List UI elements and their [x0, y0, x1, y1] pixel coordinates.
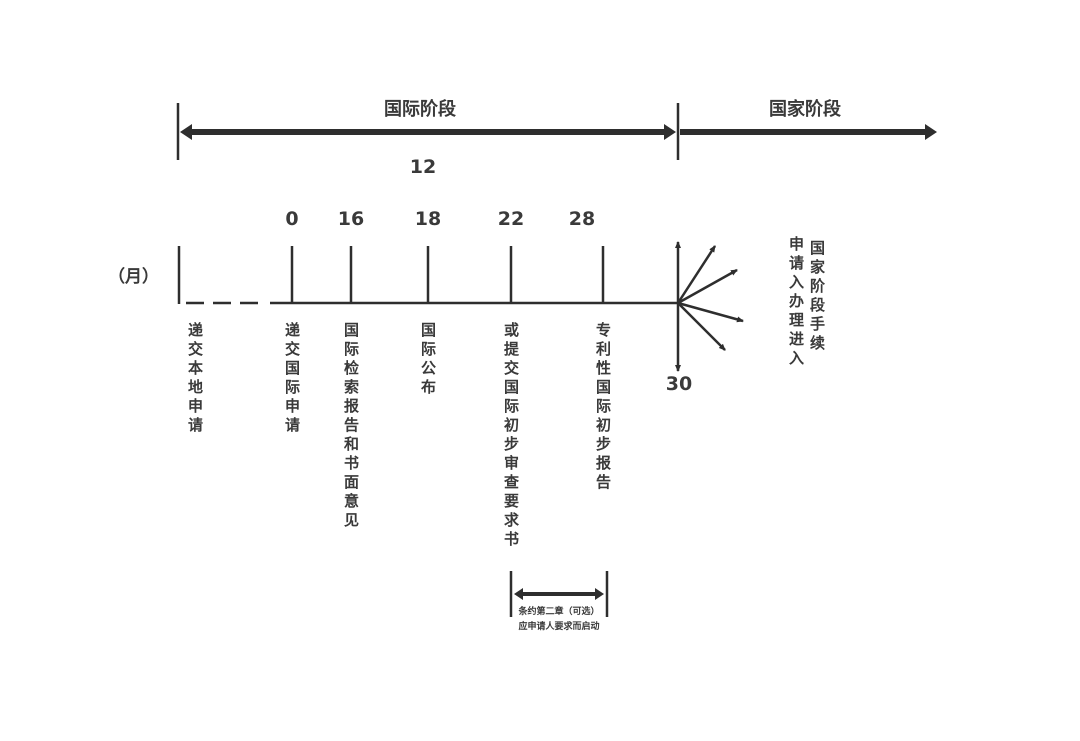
event-publication: 国际公布 — [419, 322, 437, 398]
fan-arrow-3 — [677, 301, 744, 323]
national-phase-label: 国家阶段 — [769, 99, 841, 120]
fan-arrow-4 — [677, 302, 726, 351]
phase-bar — [176, 103, 937, 160]
national-entry-label-right: 国家阶段手续 — [808, 240, 826, 354]
national-entry-fan — [675, 241, 744, 372]
national-entry-label-left: 申请入办理进入 — [787, 236, 805, 369]
fan-arrow-1 — [676, 245, 717, 304]
chapter-two-trigger-note: 应申请人要求而启动 — [518, 622, 600, 632]
bracket-arrow — [514, 588, 604, 600]
chapter-two-note: 条约第二章（可选） — [518, 607, 600, 617]
month-30: 30 — [665, 373, 693, 395]
month-0: 0 — [285, 208, 299, 230]
international-span-label: 12 — [409, 156, 437, 178]
event-search-report: 国际检索报告和书面意见 — [342, 322, 360, 531]
event-prelim-report: 专利性国际初步报告 — [594, 322, 612, 493]
month-22: 22 — [497, 208, 525, 230]
international-phase-arrow — [180, 124, 676, 140]
chapter-two-bracket — [509, 571, 609, 617]
event-prelim-exam-demand: 或提交国际初步审查要求书 — [502, 322, 520, 550]
month-16: 16 — [337, 208, 365, 230]
month-28: 28 — [568, 208, 596, 230]
event-intl-filing: 递交国际申请 — [283, 322, 301, 436]
fan-arrow-2 — [677, 268, 738, 305]
timeline-axis — [177, 246, 678, 305]
national-phase-arrow — [680, 124, 937, 140]
event-local-filing: 递交本地申请 — [186, 322, 204, 436]
unit-label: （月） — [108, 267, 159, 287]
month-18: 18 — [414, 208, 442, 230]
international-phase-label: 国际阶段 — [384, 99, 456, 120]
